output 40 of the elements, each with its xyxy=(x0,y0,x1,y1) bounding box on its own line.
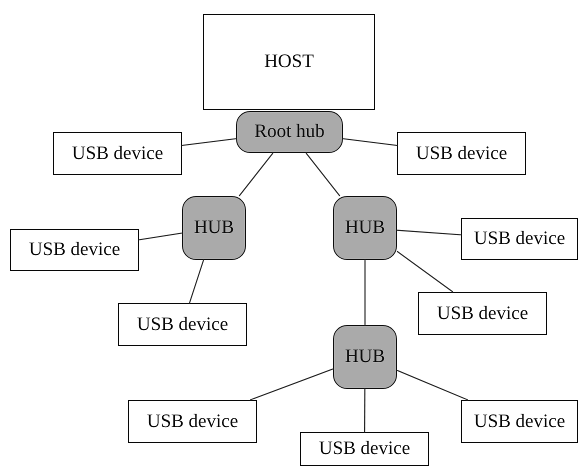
device-box xyxy=(118,303,247,346)
connector-line xyxy=(138,232,182,240)
connector-line xyxy=(306,152,340,196)
node-label: USB device xyxy=(28,239,120,261)
connector-line xyxy=(238,152,274,196)
node-label: USB device xyxy=(146,410,238,432)
node-label: USB device xyxy=(474,228,566,250)
connector-line xyxy=(396,250,454,292)
node-label: HUB xyxy=(194,217,234,239)
device-box xyxy=(418,292,547,335)
hub-box xyxy=(333,325,397,389)
device-box xyxy=(53,132,182,175)
node-label: USB device xyxy=(72,142,164,164)
connector-line xyxy=(396,370,468,401)
node-label: HUB xyxy=(344,346,386,368)
node-label: USB device xyxy=(474,410,566,432)
device-box xyxy=(300,432,429,466)
hub-box xyxy=(333,196,397,260)
connector-line xyxy=(364,389,366,432)
node-label: USB device xyxy=(436,302,528,324)
connector-line xyxy=(342,138,398,146)
connector-line xyxy=(364,260,366,325)
node-label: USB device xyxy=(136,314,228,336)
hub-box xyxy=(236,111,343,153)
node-label: USB device xyxy=(416,142,508,164)
hub-box xyxy=(182,196,246,260)
node-label: USB device xyxy=(318,438,410,460)
connector-line xyxy=(188,260,204,304)
device-box xyxy=(461,400,578,443)
connector-line xyxy=(182,138,236,146)
device-box xyxy=(128,400,257,443)
device-box xyxy=(203,14,375,110)
connector-line xyxy=(396,230,462,236)
device-box xyxy=(397,132,526,175)
node-label: HUB xyxy=(344,217,386,239)
node-label: Root hub xyxy=(254,121,325,143)
connector-line xyxy=(250,368,334,401)
device-box xyxy=(10,229,139,271)
node-label: HOST xyxy=(264,51,314,73)
device-box xyxy=(461,218,578,260)
